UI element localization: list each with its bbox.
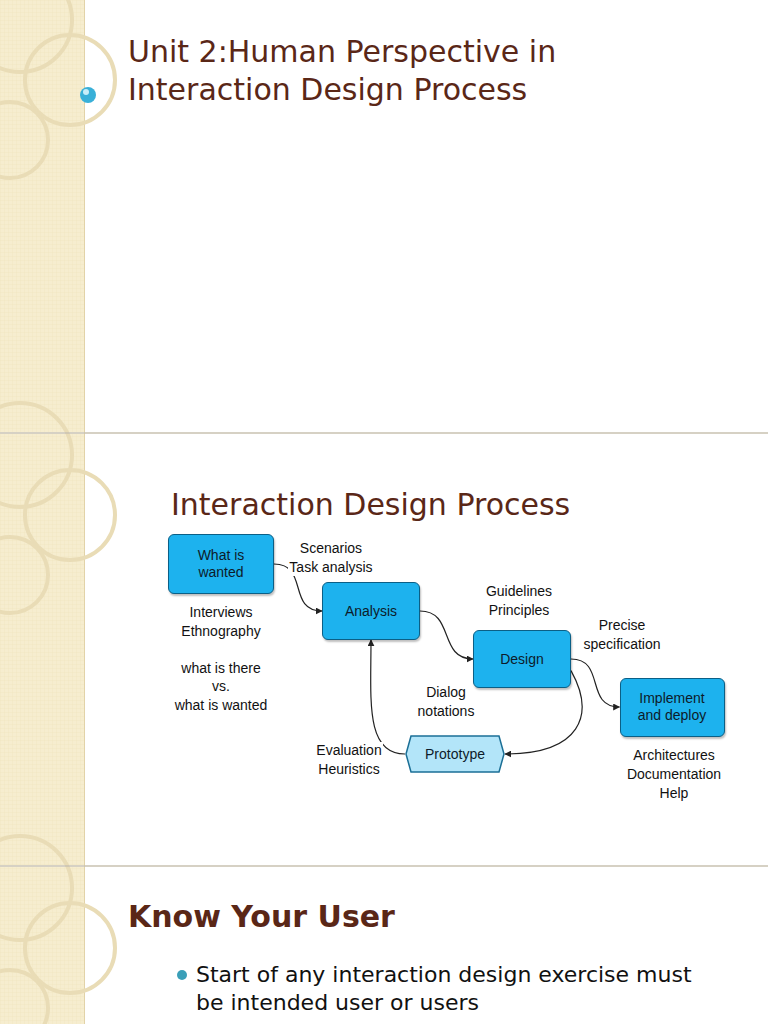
box-label: Design bbox=[494, 651, 550, 668]
step-note: Guidelines bbox=[485, 583, 553, 600]
process-box: Implement and deploy bbox=[620, 678, 725, 737]
box-label: Prototype bbox=[419, 746, 491, 763]
step-note: vs. bbox=[211, 678, 231, 695]
step-note: Ethnography bbox=[180, 623, 261, 640]
step-note: Evaluation bbox=[315, 742, 382, 759]
side-strip bbox=[0, 434, 85, 865]
step-note: Help bbox=[659, 785, 690, 802]
slide-title: Interaction Design Process bbox=[170, 486, 732, 524]
step-note: notations bbox=[417, 703, 476, 720]
process-box: What is wanted bbox=[168, 534, 274, 594]
box-label: Implement and deploy bbox=[621, 690, 724, 724]
box-label: What is wanted bbox=[169, 547, 273, 581]
slide-separator bbox=[0, 865, 768, 867]
step-note: Heuristics bbox=[317, 761, 380, 778]
process-box: Design bbox=[473, 630, 571, 688]
slide-title: Unit 2:Human Perspective in Interaction … bbox=[127, 33, 689, 109]
step-note: Scenarios bbox=[299, 540, 363, 557]
flow-arrow bbox=[571, 659, 620, 707]
step-note: specification bbox=[582, 636, 661, 653]
step-note: Task analysis bbox=[288, 559, 373, 576]
step-note: what is wanted bbox=[174, 697, 269, 714]
step-note: Dialog bbox=[425, 684, 467, 701]
process-box: Analysis bbox=[322, 582, 420, 640]
step-note: Precise bbox=[598, 617, 647, 634]
slide-separator bbox=[0, 432, 768, 434]
step-note: Architectures bbox=[632, 747, 716, 764]
box-label: Analysis bbox=[339, 603, 403, 620]
step-note: Interviews bbox=[188, 604, 253, 621]
flow-arrow bbox=[371, 640, 405, 754]
prototype-box: Prototype bbox=[405, 735, 505, 773]
slide-heading: Know Your User bbox=[127, 898, 729, 936]
blue-dot bbox=[80, 87, 96, 103]
bullet-text: Start of any interaction design exercise… bbox=[195, 961, 717, 1017]
step-note: Principles bbox=[488, 602, 551, 619]
flow-arrow bbox=[420, 611, 473, 659]
step-note: what is there bbox=[180, 660, 261, 677]
bullet-dot bbox=[177, 970, 187, 980]
step-note: Documentation bbox=[626, 766, 722, 783]
